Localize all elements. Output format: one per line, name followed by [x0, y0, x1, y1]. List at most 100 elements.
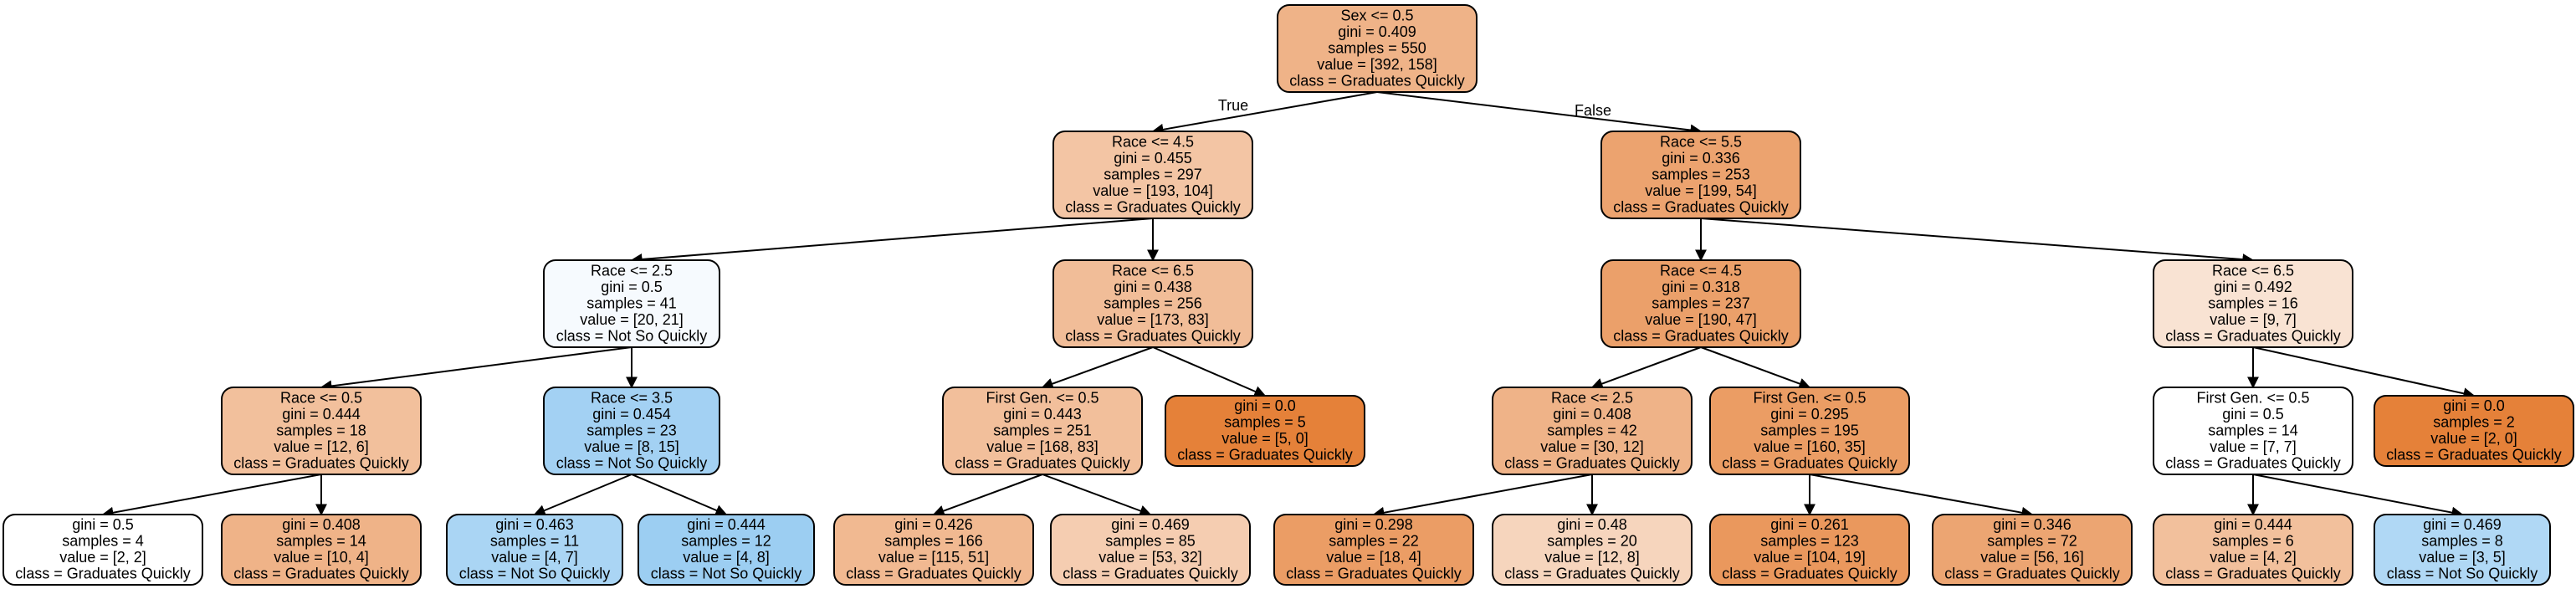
- node-text-line: class = Graduates Quickly: [2165, 327, 2341, 344]
- node-text-line: samples = 6: [2212, 533, 2294, 550]
- node-text-line: class = Not So Quickly: [556, 454, 708, 471]
- node-text-line: Race <= 2.5: [591, 262, 673, 279]
- node-text-line: samples = 22: [1329, 533, 1419, 550]
- node-box: [1932, 514, 2133, 586]
- node-text-line: class = Graduates Quickly: [1063, 566, 1238, 582]
- node-text-line: gini = 0.298: [1334, 516, 1413, 533]
- node-text-line: samples = 550: [1328, 39, 1426, 56]
- node-text-line: samples = 251: [993, 422, 1092, 438]
- node-text-line: value = [392, 158]: [1317, 56, 1437, 73]
- node-text-line: gini = 0.409: [1338, 23, 1416, 40]
- node-text-line: value = [2, 2]: [59, 549, 146, 566]
- node-text-line: class = Graduates Quickly: [955, 454, 1130, 471]
- node-box: [2153, 514, 2353, 586]
- edge-n6-n14: [2252, 346, 2476, 400]
- node-text-line: First Gen. <= 0.5: [2196, 389, 2309, 406]
- node-text-line: value = [18, 4]: [1326, 549, 1421, 566]
- edge-n0-n2: [1376, 91, 1703, 136]
- node-text-line: samples = 8: [2421, 533, 2503, 550]
- node-box: [1165, 395, 1365, 467]
- node-text-line: class = Graduates Quickly: [233, 566, 409, 582]
- edge-label-false: False: [1575, 102, 1611, 119]
- node-text-line: samples = 16: [2208, 294, 2298, 311]
- node-text-line: gini = 0.426: [894, 516, 973, 533]
- edge-n13-n26: [2252, 474, 2464, 519]
- node-text-line: samples = 41: [586, 294, 677, 311]
- edge-n5-n11: [1590, 346, 1702, 390]
- node-text-line: gini = 0.48: [1557, 516, 1627, 533]
- node-text-line: value = [199, 54]: [1645, 182, 1757, 199]
- node-box: [1277, 4, 1477, 93]
- node-box: [543, 259, 720, 348]
- node-text-line: class = Graduates Quickly: [1177, 447, 1353, 464]
- node-text-line: Race <= 4.5: [1660, 262, 1742, 279]
- node-text-line: Race <= 0.5: [280, 389, 362, 406]
- node-text-line: class = Graduates Quickly: [1286, 566, 1462, 582]
- node-text-line: value = [193, 104]: [1093, 182, 1213, 199]
- node-text-line: gini = 0.318: [1662, 279, 1740, 295]
- node-text-line: gini = 0.444: [2214, 516, 2292, 533]
- node-text-line: value = [20, 21]: [580, 311, 684, 328]
- node-text-line: class = Graduates Quickly: [2165, 566, 2341, 582]
- node-text-line: class = Graduates Quickly: [1289, 72, 1465, 89]
- node-text-line: class = Graduates Quickly: [1065, 198, 1241, 215]
- node-text-line: samples = 253: [1652, 166, 1750, 182]
- node-text-line: class = Not So Quickly: [459, 566, 611, 582]
- node-text-line: class = Graduates Quickly: [1613, 327, 1789, 344]
- node-text-line: gini = 0.336: [1662, 150, 1740, 166]
- node-text-line: samples = 14: [276, 533, 366, 550]
- edge-n11-n21: [1372, 474, 1593, 519]
- node-text-line: samples = 42: [1547, 422, 1637, 438]
- node-text-line: samples = 23: [586, 422, 677, 438]
- edge-n4-n10: [1152, 346, 1267, 397]
- node-text-line: samples = 237: [1652, 294, 1750, 311]
- edge-n8-n17: [533, 474, 632, 516]
- node-text-line: value = [56, 16]: [1980, 549, 2084, 566]
- node-text-line: samples = 12: [681, 533, 771, 550]
- node-text-line: class = Graduates Quickly: [2165, 454, 2341, 471]
- node-box: [1492, 387, 1693, 475]
- node-text-line: value = [160, 35]: [1754, 438, 1866, 455]
- node-text-line: value = [190, 47]: [1645, 311, 1757, 328]
- node-text-line: gini = 0.5: [2222, 406, 2284, 423]
- node-text-line: gini = 0.469: [1111, 516, 1190, 533]
- node-box: [221, 387, 422, 475]
- node-text-line: value = [30, 12]: [1540, 438, 1644, 455]
- node-text-line: class = Graduates Quickly: [1944, 566, 2120, 582]
- node-text-line: First Gen. <= 0.5: [986, 389, 1099, 406]
- node-text-line: gini = 0.408: [282, 516, 361, 533]
- node-text-line: gini = 0.0: [2443, 397, 2505, 414]
- node-text-line: gini = 0.346: [1993, 516, 2072, 533]
- node-text-line: Race <= 2.5: [1551, 389, 1633, 406]
- node-text-line: value = [104, 19]: [1754, 549, 1866, 566]
- node-box: [3, 514, 203, 586]
- node-text-line: samples = 11: [490, 533, 579, 550]
- node-box: [1273, 514, 1474, 586]
- edge-n12-n24: [1809, 474, 2034, 519]
- node-text-line: value = [3, 5]: [2419, 549, 2506, 566]
- node-box: [638, 514, 815, 586]
- node-text-line: Race <= 4.5: [1112, 133, 1194, 150]
- node-text-line: value = [53, 32]: [1099, 549, 1202, 566]
- node-box: [543, 387, 720, 475]
- node-text-line: gini = 0.295: [1770, 406, 1849, 423]
- node-text-line: samples = 4: [62, 533, 144, 550]
- node-text-line: Sex <= 0.5: [1340, 7, 1413, 23]
- node-text-line: value = [7, 7]: [2210, 438, 2297, 455]
- node-box: [1709, 514, 1910, 586]
- node-text-line: value = [4, 8]: [683, 549, 770, 566]
- node-text-line: value = [4, 2]: [2210, 549, 2297, 566]
- node-text-line: class = Graduates Quickly: [846, 566, 1022, 582]
